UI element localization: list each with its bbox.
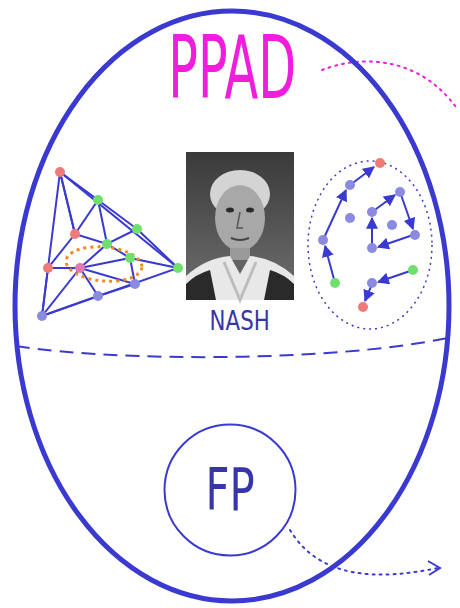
class-name: PPAD	[168, 24, 296, 112]
class-name: FP	[205, 461, 254, 519]
person-name: NASH	[210, 308, 270, 334]
class-region: PPAD NASH FP	[12, 8, 452, 604]
class-circle: FP	[163, 423, 297, 557]
portrait-card: NASH	[186, 152, 294, 344]
dashed-divider	[16, 338, 448, 357]
graph-arrows	[323, 167, 413, 301]
graph-boundary	[308, 161, 432, 329]
triangulation	[42, 172, 178, 316]
graph-dots	[318, 158, 420, 312]
vertex-dots	[37, 167, 183, 321]
highlight-ring	[65, 244, 144, 284]
arrow-head	[428, 561, 440, 575]
